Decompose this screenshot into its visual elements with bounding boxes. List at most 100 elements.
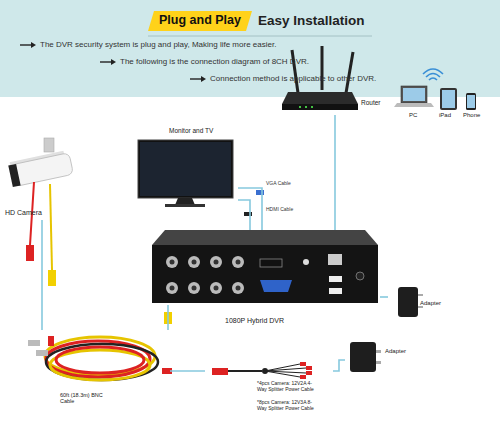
adapter-prong [376, 350, 381, 353]
bnc-port [210, 256, 222, 268]
router: Router [285, 45, 355, 115]
title-tag [148, 11, 252, 31]
lan-port [328, 254, 342, 265]
node-label: Adapter [420, 300, 460, 307]
tablet-screen [442, 90, 455, 108]
adapter-prong [376, 361, 381, 364]
laptop-illustration [394, 86, 434, 107]
power-plug [26, 245, 34, 261]
dc-jack [300, 375, 306, 379]
usb-port [329, 276, 342, 282]
video-plug [48, 270, 56, 286]
power-plug [48, 336, 54, 346]
cable-line [238, 188, 262, 230]
bnc-pin [192, 260, 197, 265]
cable-line [167, 305, 169, 330]
bullet-arrow [190, 76, 206, 82]
hd-camera: HD Camera [2, 135, 82, 220]
arrow-head [31, 42, 36, 48]
note-text: Connection method is applicable to other… [210, 74, 376, 83]
router-led [311, 106, 313, 108]
wifi-icon [423, 69, 443, 80]
dc-jack [300, 362, 306, 366]
antenna [346, 52, 353, 93]
bnc-pin [214, 260, 219, 265]
arrow-shaft [190, 78, 202, 79]
splitter-cable: *4pcs Camera: 12V2A 4-Way Splitter Power… [205, 365, 333, 417]
phone-screen [467, 95, 475, 108]
monitor-screen [140, 142, 231, 196]
power-port [356, 272, 364, 280]
router-led [305, 106, 307, 108]
router-front [282, 104, 358, 110]
tablet: iPad [438, 86, 460, 110]
dc-plug [212, 368, 228, 375]
bnc-pin [170, 286, 175, 291]
antenna [321, 46, 324, 90]
node-label: Monitor and TV [169, 127, 239, 134]
camera-lens [8, 164, 20, 187]
bnc-pin [214, 286, 219, 291]
laptop-screen [403, 88, 425, 101]
pc: PC [396, 84, 434, 108]
wifi-arc [426, 74, 440, 78]
cable-line [238, 200, 250, 230]
node-label: 60ft (18.3m) BNC Cable [60, 392, 110, 405]
subtitle-text: Easy Installation [258, 13, 365, 29]
bnc-plug [36, 350, 48, 356]
power-adapter: Adapter [388, 282, 468, 324]
bnc-pin [236, 260, 241, 265]
antenna [292, 50, 298, 93]
bnc-pin [236, 286, 241, 291]
usb-port [329, 288, 342, 294]
monitor-tv: Monitor and TV [133, 125, 238, 210]
dvr-top [152, 230, 378, 245]
bnc-port [188, 256, 200, 268]
title-text: Plug and Play [150, 13, 250, 27]
splitter-cable [212, 362, 312, 379]
monitor-base [165, 204, 205, 207]
dc-jack [306, 366, 312, 370]
adapter-prong [418, 306, 423, 308]
splitter-branch [265, 364, 306, 377]
bnc-cable-coil [28, 336, 172, 380]
node-label: PC [409, 112, 429, 119]
bnc-port [232, 256, 244, 268]
phone-body [466, 93, 476, 110]
bnc-port [232, 282, 244, 294]
cable-label: HDMI Cable [266, 207, 293, 213]
power-adapter: Adapter [345, 338, 425, 380]
phone: Phone [464, 91, 480, 111]
note-text: The DVR security system is plug and play… [40, 40, 276, 49]
banner [0, 0, 500, 97]
phone-illustration [466, 93, 476, 110]
node-label: 1080P Hybrid DVR [225, 317, 315, 325]
laptop-lid [401, 86, 427, 103]
bnc-plug [28, 340, 40, 346]
arrow-shaft [100, 61, 112, 62]
dvr-illustration [152, 230, 378, 303]
dvr-back [152, 245, 378, 303]
bnc-cable: 60ft (18.3m) BNC Cable [20, 330, 170, 415]
node-label: iPad [439, 112, 461, 119]
node-label: *8pcs Camera: 12V3A 8-Way Splitter Power… [257, 400, 317, 412]
tablet-illustration [440, 88, 457, 110]
laptop-base [394, 103, 434, 107]
adapter-body [398, 287, 418, 317]
splitter-lead [228, 370, 262, 372]
cable-line [170, 370, 205, 372]
router-top [282, 92, 358, 104]
dc-jack [306, 371, 312, 375]
router-led [299, 106, 301, 108]
cable-loop [56, 347, 144, 373]
adapter-prong [418, 294, 423, 296]
audio-port [303, 259, 309, 265]
node-label: Router [361, 99, 401, 106]
node-label: Phone [463, 112, 493, 119]
hdmi-port [260, 259, 282, 267]
node-label: HD Camera [5, 209, 65, 217]
camera-mount [44, 138, 54, 152]
bnc-port [166, 256, 178, 268]
hybrid-dvr: 1080P Hybrid DVR [150, 230, 380, 305]
bnc-port [188, 282, 200, 294]
